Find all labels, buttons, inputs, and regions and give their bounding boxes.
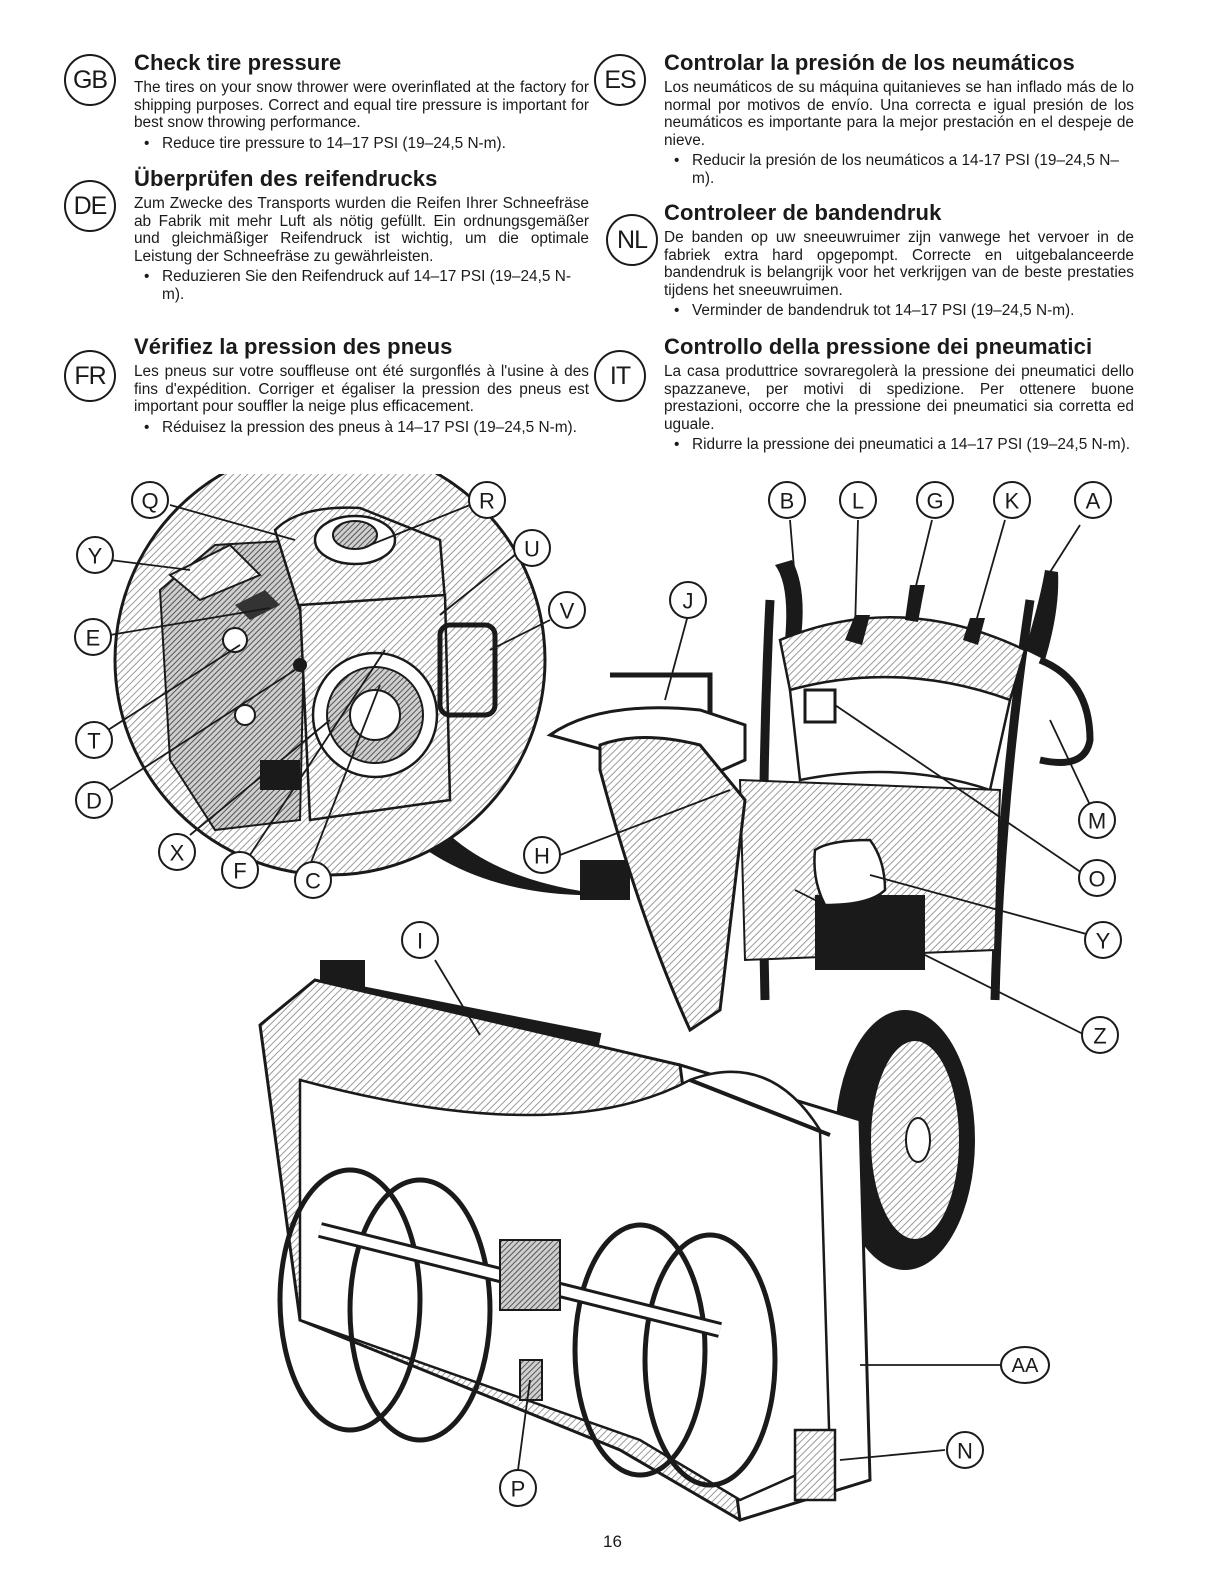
snow-thrower-illustration: Q R Y U E V T D X F C B L G K A J M H O … (74, 474, 1122, 1522)
section-title: Check tire pressure (134, 50, 342, 75)
section-title: Controllo della pressione dei pneumatici (664, 334, 1093, 359)
callout-circle-e (74, 618, 112, 656)
callout-o: O (1088, 867, 1105, 892)
section-body: La casa produttrice sovraregolerà la pre… (664, 363, 1134, 433)
section-body: Les pneus sur votre souffleuse ont été s… (134, 363, 589, 416)
callout-d: D (86, 789, 102, 814)
section-title: Controlar la presión de los neumáticos (664, 50, 1075, 75)
callout-y: Y (88, 544, 103, 569)
callout-t: T (87, 729, 100, 754)
callout-z: Z (1093, 1024, 1106, 1049)
callout-i: I (417, 929, 423, 954)
section-nl: Controleer de bandendruk De banden op uw… (664, 200, 1134, 320)
lang-badge-es: ES (594, 54, 646, 106)
section-bullet: Reduzieren Sie den Reifendruck auf 14–17… (134, 268, 589, 303)
callout-g: G (926, 489, 943, 514)
callout-circle-c (294, 861, 332, 899)
callout-circle-b (768, 481, 806, 519)
section-es: Controlar la presión de los neumáticos L… (664, 50, 1134, 188)
callout-circle-n (946, 1431, 984, 1469)
callout-circle-r (468, 481, 506, 519)
callout-circle-aa (1000, 1346, 1050, 1384)
snow-thrower-body (258, 560, 1094, 1522)
section-body: Los neumáticos de su máquina quitanieves… (664, 79, 1134, 149)
callout-p: P (511, 1477, 526, 1502)
section-title: Controleer de bandendruk (664, 200, 942, 225)
callout-circle-z (1081, 1016, 1119, 1054)
callout-l: L (852, 489, 864, 514)
callout-circle-i (401, 921, 439, 959)
callout-circle-g (916, 481, 954, 519)
lang-badge-nl: NL (606, 214, 658, 266)
section-it: Controllo della pressione dei pneumatici… (664, 334, 1134, 454)
section-body: Zum Zwecke des Transports wurden die Rei… (134, 195, 589, 265)
callout-circle-m (1078, 801, 1116, 839)
callout-x: X (170, 841, 185, 866)
callout-h: H (534, 844, 550, 869)
callout-y2: Y (1096, 929, 1111, 954)
callout-circle-h (523, 836, 561, 874)
leader-lines (107, 504, 1091, 1471)
callout-e: E (86, 626, 101, 651)
callout-circle-k (993, 481, 1031, 519)
callout-circle-a (1074, 481, 1112, 519)
section-title: Überprüfen des reifendrucks (134, 166, 438, 191)
callout-circle-y2 (1084, 921, 1122, 959)
callout-m: M (1088, 809, 1106, 834)
callout-f: F (233, 859, 246, 884)
section-body: The tires on your snow thrower were over… (134, 79, 589, 132)
section-bullet: Reducir la presión de los neumáticos a 1… (664, 152, 1134, 187)
section-bullet: Verminder de bandendruk tot 14–17 PSI (1… (664, 302, 1134, 320)
callout-circle-t (75, 721, 113, 759)
section-de: Überprüfen des reifendrucks Zum Zwecke d… (134, 166, 589, 304)
callout-n: N (957, 1439, 973, 1464)
lang-badge-fr: FR (64, 350, 116, 402)
callout-r: R (479, 489, 495, 514)
callout-b: B (780, 489, 795, 514)
callout-circle-u (513, 529, 551, 567)
page-number: 16 (603, 1532, 622, 1551)
callout-circle-p (499, 1469, 537, 1507)
callouts (74, 481, 1122, 1507)
callout-a: A (1086, 489, 1101, 514)
callout-j: J (683, 589, 694, 614)
callout-circle-d (75, 781, 113, 819)
lang-badge-gb: GB (64, 54, 116, 106)
callout-circle-o (1078, 859, 1116, 897)
section-body: De banden op uw sneeuwruimer zijn vanweg… (664, 229, 1134, 299)
section-bullet: Reduce tire pressure to 14–17 PSI (19–24… (134, 135, 589, 153)
section-bullet: Réduisez la pression des pneus à 14–17 P… (134, 419, 589, 437)
section-bullet: Ridurre la pressione dei pneumatici a 14… (664, 436, 1134, 454)
callout-circle-y (76, 536, 114, 574)
lang-badge-de: DE (64, 180, 116, 232)
callout-aa: AA (1012, 1355, 1039, 1377)
callout-q: Q (141, 489, 158, 514)
callout-k: K (1005, 489, 1020, 514)
callout-circle-j (669, 581, 707, 619)
engine-detail-inset (113, 474, 610, 896)
callout-circle-x (158, 833, 196, 871)
section-gb: Check tire pressure The tires on your sn… (134, 50, 589, 152)
callout-circle-q (131, 481, 169, 519)
callout-circle-l (839, 481, 877, 519)
callout-circle-v (548, 591, 586, 629)
lang-badge-it: IT (594, 350, 646, 402)
callout-u: U (524, 537, 540, 562)
callout-v: V (560, 599, 575, 624)
callout-circle-f (221, 851, 259, 889)
callout-c: C (305, 869, 321, 894)
section-title: Vérifiez la pression des pneus (134, 334, 453, 359)
section-fr: Vérifiez la pression des pneus Les pneus… (134, 334, 589, 436)
